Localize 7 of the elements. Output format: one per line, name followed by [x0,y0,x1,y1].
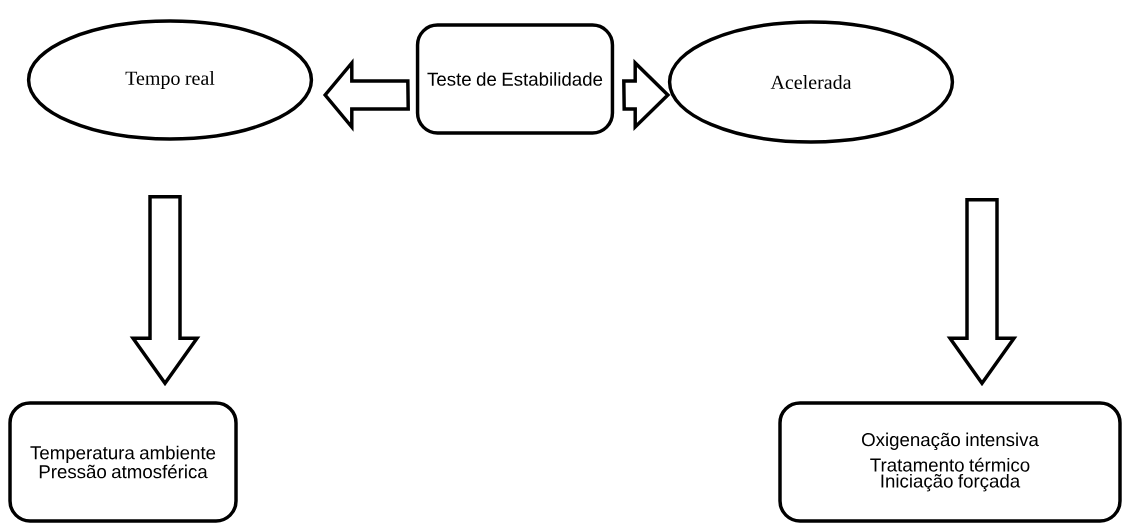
process-box: Temperatura ambiente Pressão atmosférica [8,401,238,523]
process-box: Teste de Estabilidade [415,23,615,135]
process-box: Oxigenação intensiva Tratamento térmico Iniciação forçada [778,401,1122,523]
block-arrow [129,195,201,387]
block-arrow [622,58,671,132]
block-arrow [322,58,410,132]
block-arrow [946,198,1018,387]
